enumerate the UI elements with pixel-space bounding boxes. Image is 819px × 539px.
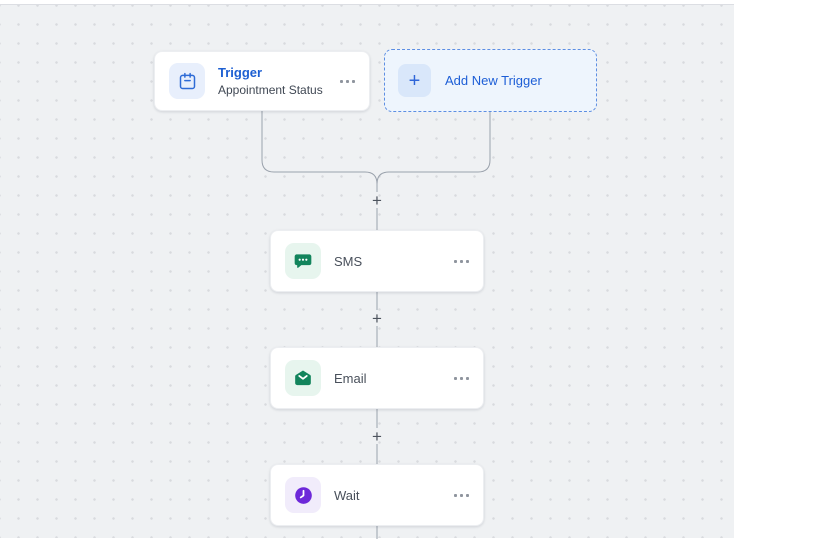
- trigger-node-text: Trigger Appointment Status: [218, 65, 323, 98]
- action-node-sms[interactable]: SMS: [270, 230, 484, 292]
- action-node-email[interactable]: Email: [270, 347, 484, 409]
- workflow-canvas[interactable]: Trigger Appointment Status + Add New Tri…: [0, 4, 734, 539]
- trigger-node-subtitle: Appointment Status: [218, 83, 323, 98]
- more-options-icon[interactable]: [454, 490, 469, 501]
- sms-message-icon: [285, 243, 321, 279]
- add-new-trigger-label: Add New Trigger: [445, 73, 542, 88]
- wire-trigger-merge: [261, 111, 378, 192]
- more-options-icon[interactable]: [454, 256, 469, 267]
- trigger-node[interactable]: Trigger Appointment Status: [154, 51, 370, 111]
- trigger-node-title: Trigger: [218, 64, 263, 80]
- action-node-label: SMS: [334, 253, 363, 269]
- more-options-icon[interactable]: [340, 76, 355, 87]
- insert-step-button[interactable]: +: [372, 426, 382, 446]
- insert-step-button[interactable]: +: [372, 308, 382, 328]
- calendar-icon: [169, 63, 205, 99]
- insert-step-button[interactable]: +: [372, 190, 382, 210]
- wire-addtrigger-merge: [376, 112, 491, 192]
- email-open-icon: [285, 360, 321, 396]
- clock-icon: [285, 477, 321, 513]
- add-new-trigger-button[interactable]: + Add New Trigger: [384, 49, 597, 112]
- action-node-label: Wait: [334, 487, 360, 503]
- right-panel: [734, 0, 819, 538]
- plus-icon: +: [398, 64, 431, 97]
- action-node-label: Email: [334, 370, 367, 386]
- more-options-icon[interactable]: [454, 373, 469, 384]
- action-node-wait[interactable]: Wait: [270, 464, 484, 526]
